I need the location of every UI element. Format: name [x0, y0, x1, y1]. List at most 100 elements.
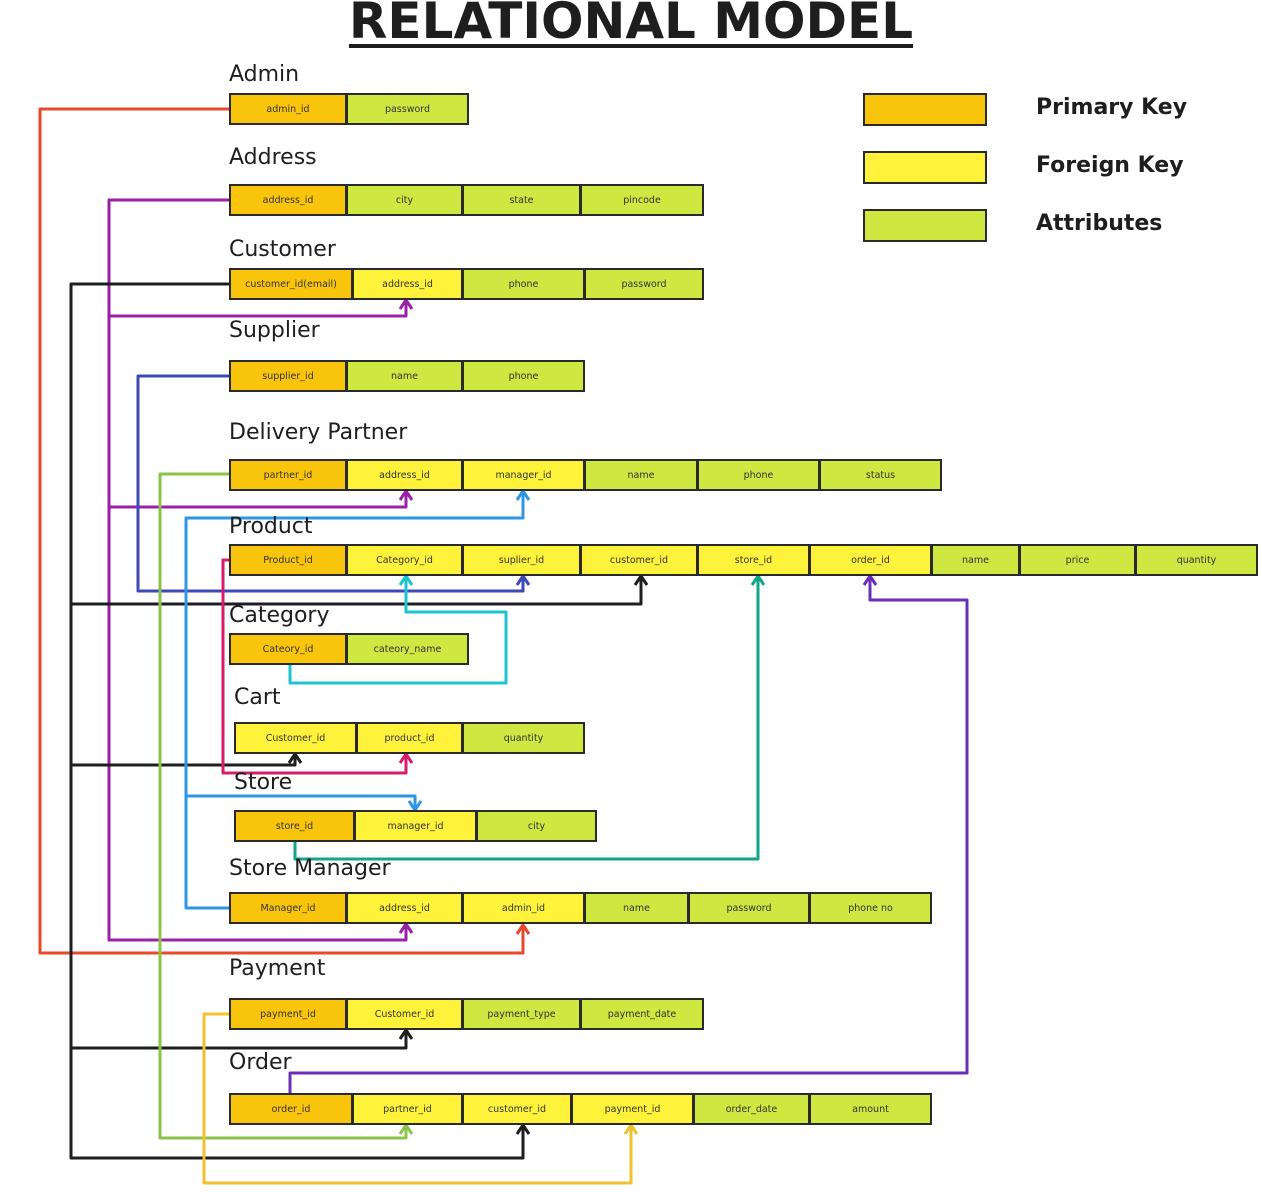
store-manager-field-admin-id: admin_id — [462, 892, 585, 924]
legend-swatch-attr — [863, 209, 987, 242]
category-field-cateory-name: cateory_name — [346, 633, 469, 665]
arrowhead-store-manager-manager-id-to-delivery-partner-manager-id — [515, 488, 531, 501]
legend-swatch-fk — [863, 151, 987, 184]
entity-name-order: Order — [229, 1050, 292, 1075]
customer-field-customer-id-email: customer_id(email) — [229, 268, 353, 300]
address-field-state: state — [462, 184, 581, 216]
payment-field-payment-date: payment_date — [580, 998, 704, 1030]
payment-field-payment-id: payment_id — [229, 998, 347, 1030]
cart-field-quantity: quantity — [462, 722, 585, 754]
product-field-order-id: order_id — [809, 544, 932, 576]
order-field-order-id: order_id — [229, 1093, 353, 1125]
arrowhead-product-product-id-to-cart-product-id — [398, 751, 414, 764]
entity-name-supplier: Supplier — [229, 318, 320, 343]
relationship-line-customer-customer-id-email-to-payment-customer-id — [69, 765, 408, 1050]
delivery-partner-field-address-id: address_id — [346, 459, 463, 491]
order-field-customer-id: customer_id — [462, 1093, 572, 1125]
entity-name-admin: Admin — [229, 62, 300, 87]
order-field-order-date: order_date — [693, 1093, 810, 1125]
admin-field-admin-id: admin_id — [229, 93, 347, 125]
relationship-line-address-address-id-to-delivery-partner-address-id — [107, 316, 408, 509]
arrowhead-payment-payment-id-to-order-payment-id — [623, 1122, 639, 1135]
supplier-field-name: name — [346, 360, 463, 392]
relationship-line-supplier-supplier-id-to-product-suplier-id — [136, 374, 525, 593]
arrowhead-admin-admin-id-to-store-manager-admin-id — [515, 922, 531, 935]
arrowhead-address-address-id-to-store-manager-address-id — [398, 921, 414, 934]
store-manager-field-address-id: address_id — [346, 892, 463, 924]
arrowhead-customer-customer-id-email-to-payment-customer-id — [398, 1027, 414, 1040]
delivery-partner-field-manager-id: manager_id — [462, 459, 585, 491]
supplier-field-supplier-id: supplier_id — [229, 360, 347, 392]
entity-name-category: Category — [229, 603, 330, 628]
delivery-partner-field-partner-id: partner_id — [229, 459, 347, 491]
arrowhead-delivery-partner-partner-id-to-order-partner-id — [398, 1122, 414, 1135]
legend-label-attr: Attributes — [1036, 211, 1163, 236]
product-field-quantity: quantity — [1135, 544, 1258, 576]
product-field-name: name — [931, 544, 1020, 576]
entity-name-delivery-partner: Delivery Partner — [229, 420, 408, 445]
arrowhead-category-cateory-id-to-product-category-id — [398, 573, 414, 586]
product-field-product-id: Product_id — [229, 544, 347, 576]
cart-field-product-id: product_id — [356, 722, 463, 754]
diagram-title-text: RELATIONAL MODEL — [348, 0, 914, 50]
entity-name-customer: Customer — [229, 237, 336, 262]
cart-field-customer-id: Customer_id — [234, 722, 357, 754]
relationship-line-customer-customer-id-email-to-order-customer-id — [69, 1048, 525, 1160]
arrowhead-customer-customer-id-email-to-cart-customer-id — [287, 751, 303, 764]
order-field-payment-id: payment_id — [571, 1093, 694, 1125]
product-field-price: price — [1019, 544, 1136, 576]
legend-swatch-pk — [863, 93, 987, 126]
store-manager-field-password: password — [688, 892, 810, 924]
address-field-address-id: address_id — [229, 184, 347, 216]
diagram-title: RELATIONAL MODEL — [0, 0, 1262, 50]
customer-field-password: password — [584, 268, 704, 300]
category-field-cateory-id: Cateory_id — [229, 633, 347, 665]
relationship-line-store-store-id-to-product-store-id — [293, 576, 760, 861]
product-field-suplier-id: suplier_id — [462, 544, 581, 576]
store-manager-field-name: name — [584, 892, 689, 924]
relationship-line-admin-admin-id-to-store-manager-admin-id — [38, 107, 525, 955]
supplier-field-phone: phone — [462, 360, 585, 392]
store-manager-field-phone-no: phone no — [809, 892, 932, 924]
arrowhead-store-store-id-to-product-store-id — [750, 573, 766, 586]
delivery-partner-field-phone: phone — [697, 459, 820, 491]
store-manager-field-manager-id: Manager_id — [229, 892, 347, 924]
address-field-city: city — [346, 184, 463, 216]
product-field-customer-id: customer_id — [580, 544, 698, 576]
relationship-line-order-order-id-to-product-order-id — [288, 576, 969, 1093]
delivery-partner-field-name: name — [584, 459, 698, 491]
arrowhead-customer-customer-id-email-to-product-customer-id — [633, 573, 649, 586]
relationship-line-payment-payment-id-to-order-payment-id — [202, 1012, 633, 1185]
relationship-line-delivery-partner-partner-id-to-order-partner-id — [158, 472, 408, 1140]
entity-name-address: Address — [229, 145, 317, 170]
store-field-city: city — [476, 810, 597, 842]
arrowhead-address-address-id-to-delivery-partner-address-id — [398, 488, 414, 501]
product-field-category-id: Category_id — [346, 544, 463, 576]
relationship-line-category-cateory-id-to-product-category-id — [288, 576, 508, 685]
arrowhead-order-order-id-to-product-order-id — [862, 573, 878, 586]
relationship-line-store-manager-manager-id-to-delivery-partner-manager-id — [184, 491, 525, 910]
relationship-line-product-product-id-to-cart-product-id — [221, 558, 408, 775]
store-field-store-id: store_id — [234, 810, 355, 842]
payment-field-payment-type: payment_type — [462, 998, 581, 1030]
entity-name-product: Product — [229, 514, 313, 539]
store-field-manager-id: manager_id — [354, 810, 477, 842]
delivery-partner-field-status: status — [819, 459, 942, 491]
customer-field-phone: phone — [462, 268, 585, 300]
address-field-pincode: pincode — [580, 184, 704, 216]
relationship-line-address-address-id-to-store-manager-address-id — [107, 507, 408, 942]
customer-field-address-id: address_id — [352, 268, 463, 300]
arrowhead-address-address-id-to-customer-address-id — [398, 297, 414, 310]
admin-field-password: password — [346, 93, 469, 125]
order-field-partner-id: partner_id — [352, 1093, 463, 1125]
arrowhead-supplier-supplier-id-to-product-suplier-id — [515, 573, 531, 586]
payment-field-customer-id: Customer_id — [346, 998, 463, 1030]
entity-name-store-manager: Store Manager — [229, 856, 391, 881]
entity-name-payment: Payment — [229, 956, 326, 981]
legend-label-fk: Foreign Key — [1036, 153, 1184, 178]
product-field-store-id: store_id — [697, 544, 810, 576]
relationship-line-customer-customer-id-email-to-cart-customer-id — [69, 604, 297, 767]
relationship-line-store-manager-manager-id-to-store-manager-id — [186, 794, 417, 810]
entity-name-store: Store — [234, 770, 293, 795]
